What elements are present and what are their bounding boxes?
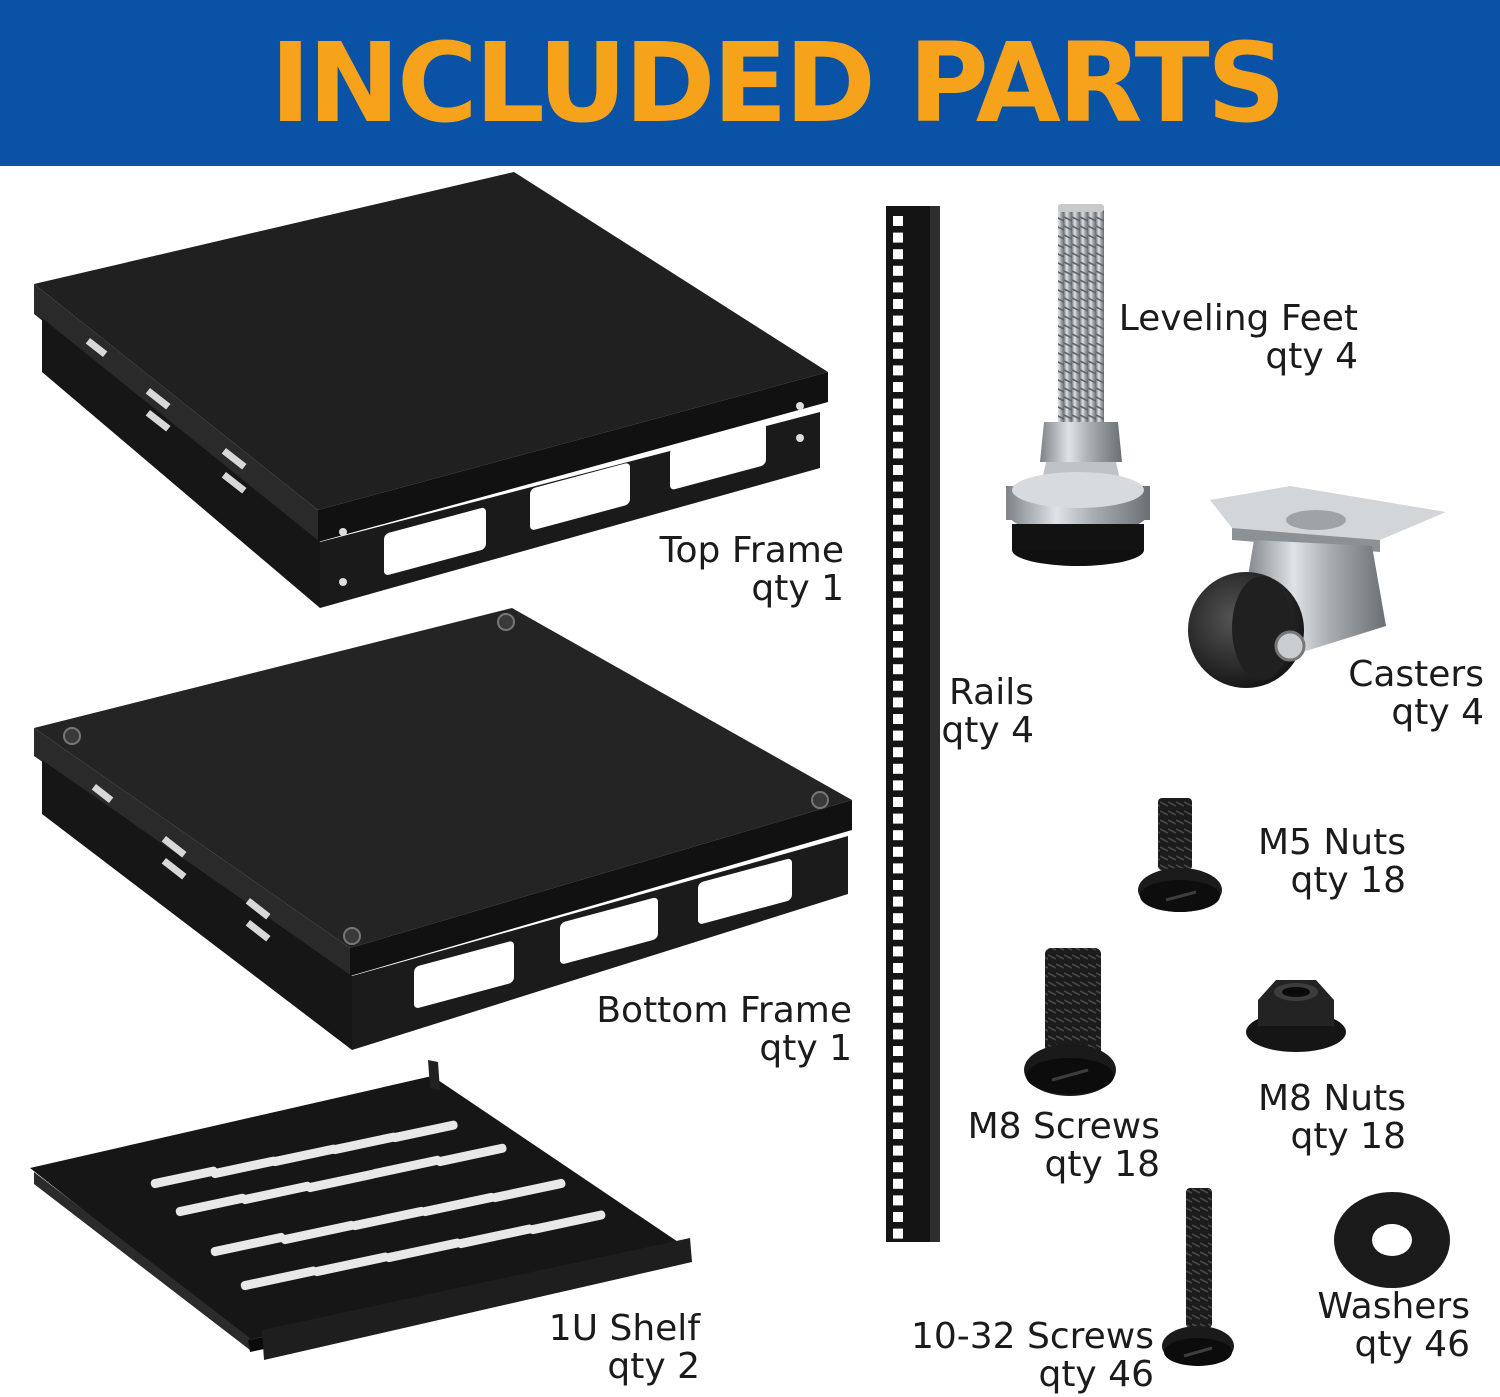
rail-hole — [893, 448, 903, 459]
rail-hole — [893, 1095, 903, 1106]
rail-hole — [893, 398, 903, 409]
rail-hole — [893, 1178, 903, 1189]
rail-hole — [893, 863, 903, 874]
rail-hole — [893, 664, 903, 675]
m8-screw-image — [1024, 948, 1116, 1096]
rail-hole — [893, 431, 903, 442]
label-top-frame: Top Frame qty 1 — [659, 530, 844, 609]
m5-screw-image — [1138, 798, 1222, 912]
rail-hole — [893, 996, 903, 1007]
rail-hole — [893, 830, 903, 841]
rail-hole — [893, 531, 903, 542]
label-washers: Washers qty 46 — [1317, 1286, 1470, 1365]
top-frame-image — [34, 172, 828, 608]
rail-hole — [893, 1212, 903, 1222]
rail-hole — [893, 614, 903, 625]
rail-hole — [893, 249, 903, 260]
rail-hole — [893, 481, 903, 492]
rail-hole — [893, 265, 903, 276]
rail-hole — [893, 979, 903, 990]
rail-hole — [893, 514, 903, 525]
rail-hole — [893, 332, 903, 343]
rail-hole — [893, 1012, 903, 1023]
page-title: INCLUDED PARTS — [270, 19, 1286, 147]
rail-hole — [893, 348, 903, 359]
label-m5-nuts: M5 Nuts qty 18 — [1257, 822, 1406, 901]
rail-hole — [893, 780, 903, 791]
rail-hole — [893, 946, 903, 957]
rail-hole — [893, 581, 903, 592]
label-leveling-feet: Leveling Feet qty 4 — [1118, 298, 1358, 377]
rail-hole — [893, 1079, 903, 1090]
caster-image — [1188, 486, 1446, 688]
rail-hole — [893, 498, 903, 509]
title-banner: INCLUDED PARTS — [0, 0, 1500, 166]
washer-image — [1334, 1192, 1450, 1288]
rail-hole — [893, 299, 903, 309]
rail-hole — [893, 797, 903, 807]
leveling-foot-image — [1006, 204, 1150, 566]
screw-10-32-image — [1162, 1188, 1234, 1366]
rail-hole — [893, 1145, 903, 1156]
rail-hole — [893, 714, 903, 724]
rail-hole — [893, 846, 903, 857]
rail-hole — [893, 315, 903, 326]
rail-hole — [893, 680, 903, 691]
rail-hole — [893, 880, 903, 890]
rail-hole — [893, 597, 903, 608]
rail-hole — [893, 813, 903, 824]
rail-hole — [893, 465, 903, 475]
rail-hole — [893, 1062, 903, 1073]
rail-hole — [893, 415, 903, 426]
rail-hole — [893, 1162, 903, 1173]
rail-hole — [893, 929, 903, 940]
rail-hole — [893, 1129, 903, 1139]
rail-hole — [893, 1195, 903, 1206]
label-bottom-frame: Bottom Frame qty 1 — [596, 990, 852, 1069]
rail-hole — [893, 747, 903, 758]
rail-hole — [893, 365, 903, 376]
rail-hole — [893, 1112, 903, 1123]
rail-hole — [893, 763, 903, 774]
rail-hole — [893, 963, 903, 973]
rail-hole — [893, 1046, 903, 1056]
rail-hole — [893, 216, 903, 226]
label-m8-screws: M8 Screws qty 18 — [967, 1106, 1160, 1185]
rail-hole — [893, 913, 903, 924]
bottom-frame-image — [34, 608, 852, 1050]
label-m8-nuts: M8 Nuts qty 18 — [1257, 1078, 1406, 1157]
rail-hole — [893, 382, 903, 392]
rail-hole — [893, 282, 903, 293]
label-shelf: 1U Shelf qty 2 — [548, 1308, 700, 1387]
rail-hole — [893, 730, 903, 741]
m8-nut-image — [1246, 980, 1346, 1052]
label-10-32-screws: 10-32 Screws qty 46 — [910, 1316, 1154, 1395]
rail-image — [886, 206, 940, 1242]
shelf-image — [30, 1060, 692, 1360]
rail-hole — [893, 232, 903, 243]
label-casters: Casters qty 4 — [1348, 654, 1484, 733]
rail-hole — [893, 564, 903, 575]
rail-hole — [893, 631, 903, 641]
rail-hole — [893, 697, 903, 708]
rail-hole — [893, 896, 903, 907]
rail-hole — [893, 548, 903, 558]
rail-hole — [893, 1029, 903, 1040]
rail-hole — [893, 1228, 903, 1239]
label-rails: Rails qty 4 — [941, 672, 1034, 751]
rail-hole — [893, 647, 903, 658]
